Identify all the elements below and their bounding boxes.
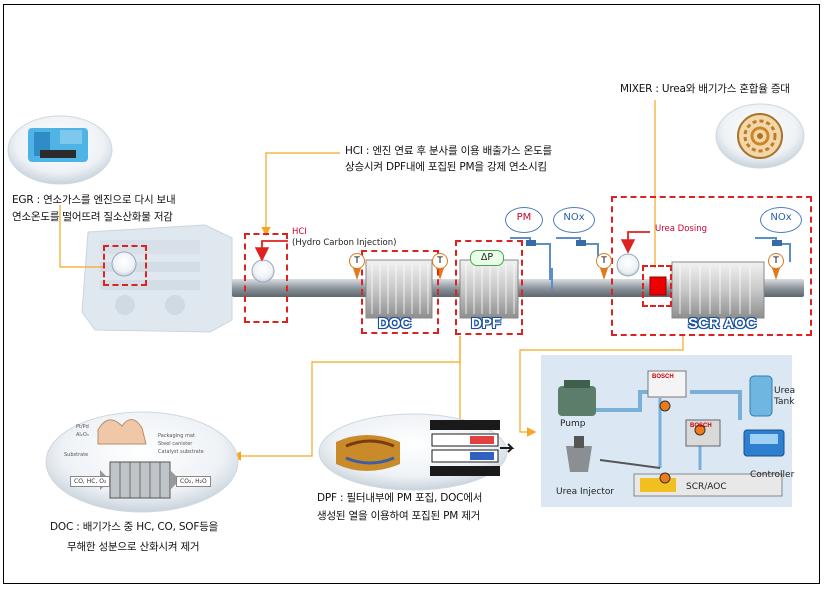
hci-note-line-2: 상승시켜 DPF내에 포집된 PM을 강제 연소시킴 xyxy=(345,161,547,173)
doc-ptpd-label: Pt/Pd xyxy=(76,424,89,430)
doc-substrate-label: Substrate xyxy=(64,452,89,458)
temp-sensor-2: T xyxy=(432,253,448,269)
urea-dosing-label: Urea Dosing xyxy=(655,224,707,234)
dpf-highlight-box xyxy=(455,240,523,335)
pm-sensor-bubble: PM xyxy=(505,207,543,233)
doc-label: DOC xyxy=(378,315,412,332)
sensor-connectors xyxy=(526,240,782,246)
doc-inlet-gases: CO, HC, O₂ xyxy=(70,476,111,487)
egr-valve-bubble xyxy=(111,251,137,277)
bosch-logo-2: BOSCH xyxy=(690,423,712,429)
mixer-highlight-box xyxy=(642,265,672,307)
scr-canister xyxy=(671,261,765,319)
hci-injection-arrow xyxy=(254,240,288,262)
dpf-label: DPF xyxy=(471,315,501,332)
doc-cutaway-bubble xyxy=(45,411,239,513)
doc-packaging-label: Packaging mat xyxy=(158,433,195,439)
dpf-note-line-1: DPF : 필터내부에 PM 포집, DOC에서 xyxy=(317,492,483,504)
scr-highlight-box xyxy=(611,196,812,336)
doc-outlet-gases: CO₂, H₂O xyxy=(176,476,211,487)
nox-sensor-bubble-1: NOx xyxy=(553,207,595,233)
scr-aoc-label: SCR AOC xyxy=(688,315,757,332)
urea-dosing-arrow xyxy=(620,231,650,254)
doc-canister xyxy=(365,259,433,319)
egr-module-bubble xyxy=(7,115,113,185)
doc-note-line-2: 무해한 성분으로 산화시켜 제거 xyxy=(67,541,200,553)
nox-sensor-bubble-2: NOx xyxy=(760,207,802,233)
nox-sensor-label-1: NOx xyxy=(563,212,585,223)
doc-steel-label: Steel canister xyxy=(158,441,193,447)
controller-label: Controller xyxy=(750,470,795,480)
doc-catalyst-label: Catalyst substrate xyxy=(158,449,204,455)
scr-system-panel xyxy=(541,355,792,507)
egr-note-line-2: 연소온도를 떨어뜨려 질소산화물 저감 xyxy=(12,211,173,223)
pm-sensor-label: PM xyxy=(516,212,532,223)
hci-label-full: (Hydro Carbon Injection) xyxy=(292,238,397,248)
egr-note-line-1: EGR : 연소가스를 엔진으로 다시 보내 xyxy=(12,194,176,206)
diagram-frame xyxy=(3,4,820,584)
doc-highlight-box xyxy=(361,250,439,334)
bosch-logo-1: BOSCH xyxy=(652,374,674,380)
delta-p-sensor: ΔP xyxy=(470,250,504,266)
egr-highlight-box xyxy=(103,245,147,286)
temp-sensor-3: T xyxy=(596,253,612,269)
mixer-bubble xyxy=(715,103,805,169)
mixer-note: MIXER : Urea와 배기가스 혼합율 증대 xyxy=(620,83,790,95)
pump-label: Pump xyxy=(560,419,586,429)
temp-sensor-1: T xyxy=(349,253,365,269)
temp-sensor-4: T xyxy=(768,253,784,269)
scr-aoc-unit-label: SCR/AOC xyxy=(686,482,727,492)
dpf-detail-bubble xyxy=(318,413,515,491)
urea-injector-label: Urea Injector xyxy=(556,487,615,497)
dpf-canister xyxy=(459,259,519,319)
engine-illustration xyxy=(81,224,233,333)
dpf-note-line-2: 생성된 열을 이용하여 포집된 PM 제거 xyxy=(317,510,481,522)
hci-highlight-box xyxy=(244,233,288,323)
urea-doser-bubble xyxy=(616,253,640,277)
doc-note-line-1: DOC : 배기가스 중 HC, CO, SOF등을 xyxy=(50,521,219,533)
urea-tank-label: Urea Tank xyxy=(774,386,796,407)
nox-sensor-label-2: NOx xyxy=(770,212,792,223)
doc-al2o3-label: Al₂O₃ xyxy=(76,432,89,438)
mixer-block xyxy=(649,276,667,296)
hci-label: HCI xyxy=(292,227,307,237)
hci-note-line-1: HCI : 엔진 연료 후 분사를 이용 배출가스 온도를 xyxy=(345,145,552,157)
